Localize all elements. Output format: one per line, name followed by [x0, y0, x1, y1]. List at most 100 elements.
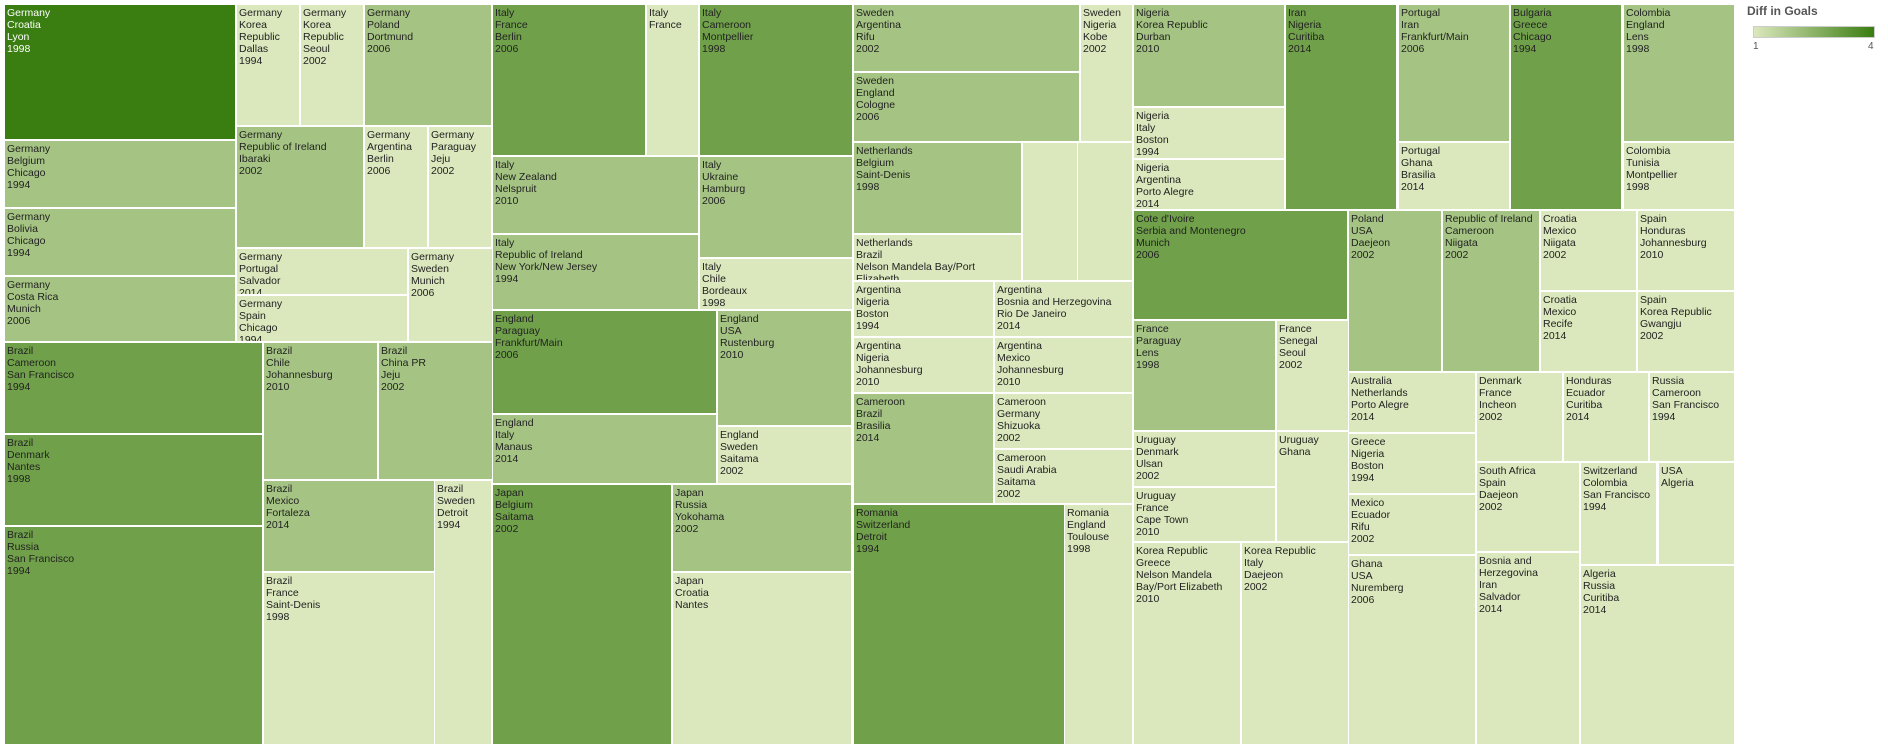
treemap-cell-label: Colombia England Lens 1998: [1626, 7, 1671, 55]
treemap-cell: Sweden Argentina Rifu 2002: [853, 4, 1080, 72]
treemap-cell: Brazil Cameroon San Francisco 1994: [4, 342, 263, 434]
treemap-cell-label: Italy Ukraine Hamburg 2006: [702, 159, 746, 207]
treemap-cell-label: England Paraguay Frankfurt/Main 2006: [495, 313, 563, 361]
treemap-cell: Uruguay Denmark Ulsan 2002: [1133, 431, 1276, 487]
treemap-cell-label: Nigeria Argentina Porto Alegre 2014: [1136, 162, 1194, 210]
treemap-cell: Greece Nigeria Boston 1994: [1348, 433, 1476, 494]
treemap-cell-label: Argentina Nigeria Boston 1994: [856, 284, 901, 332]
treemap-cell-label: Russia Cameroon San Francisco 1994: [1652, 375, 1720, 423]
treemap-cell: Colombia England Lens 1998: [1623, 4, 1735, 142]
treemap-cell: Spain Honduras Johannesburg 2010: [1637, 210, 1735, 291]
treemap-cell: Germany Paraguay Jeju 2002: [428, 126, 492, 248]
treemap-cell-label: Germany Costa Rica Munich 2006: [7, 279, 59, 327]
legend-title: Diff in Goals: [1747, 4, 1818, 18]
treemap-cell-label: Germany Sweden Munich 2006: [411, 251, 455, 299]
treemap-cell-label: Netherlands Belgium Saint-Denis 1998: [856, 145, 913, 193]
treemap-cell: Denmark France Incheon 2002: [1476, 372, 1563, 462]
legend-gradient-bar: [1753, 26, 1875, 38]
treemap-cell: Brazil Mexico Fortaleza 2014: [263, 480, 435, 572]
treemap-cell-label: Cameroon Saudi Arabia Saitama 2002: [997, 452, 1057, 500]
treemap-cell-label: Germany Portugal Salvador 2014: [239, 251, 283, 295]
treemap-cell-label: England USA Rustenburg 2010: [720, 313, 775, 361]
treemap-cell: Bulgaria Greece Chicago 1994: [1510, 4, 1622, 210]
treemap-cell: Italy France Berlin 2006: [492, 4, 646, 156]
treemap-cell: Brazil Chile Johannesburg 2010: [263, 342, 378, 480]
treemap-cell: USA Algeria: [1658, 462, 1735, 565]
treemap-cell-label: Germany Argentina Berlin 2006: [367, 129, 412, 177]
treemap-cell-label: Brazil Russia San Francisco 1994: [7, 529, 75, 577]
treemap-cell-label: Cameroon Germany Shizuoka 2002: [997, 396, 1047, 444]
treemap-cell: France Paraguay Lens 1998: [1133, 320, 1276, 431]
treemap-cell: Germany Argentina Berlin 2006: [364, 126, 428, 248]
treemap-cell-label: Italy Republic of Ireland New York/New J…: [495, 237, 598, 285]
treemap-cell: Cameroon Brazil Brasilia 2014: [853, 393, 994, 504]
treemap-cell-label: Nigeria Italy Boston 1994: [1136, 110, 1170, 158]
treemap-cell-label: Japan Russia Yokohama 2002: [675, 487, 725, 535]
treemap-cell-label: Cote d'Ivoire Serbia and Montenegro Muni…: [1136, 213, 1246, 261]
treemap-cell: Romania England Toulouse 1998: [1064, 504, 1133, 745]
treemap-cell-label: Germany Belgium Chicago 1994: [7, 143, 51, 191]
treemap-cell: Argentina Nigeria Johannesburg 2010: [853, 337, 994, 393]
treemap-cell-label: South Africa Spain Daejeon 2002: [1479, 465, 1536, 513]
treemap-cell-label: Italy New Zealand Nelspruit 2010: [495, 159, 557, 207]
treemap-cell: Germany Portugal Salvador 2014: [236, 248, 408, 295]
treemap-cell: Cote d'Ivoire Serbia and Montenegro Muni…: [1133, 210, 1348, 320]
treemap-cell: England Italy Manaus 2014: [492, 414, 717, 484]
treemap-cell-label: Portugal Ghana Brasilia 2014: [1401, 145, 1441, 193]
treemap-cell-label: Portugal Iran Frankfurt/Main 2006: [1401, 7, 1469, 55]
treemap-cell: Cameroon Saudi Arabia Saitama 2002: [994, 449, 1133, 504]
treemap-cell-label: Argentina Bosnia and Herzegovina Rio De …: [997, 284, 1112, 332]
treemap-cell-label: Germany Croatia Lyon 1998: [7, 7, 51, 55]
treemap-cell-label: Italy France: [649, 7, 682, 31]
treemap-cell: [1022, 142, 1078, 281]
treemap-cell-label: Germany Republic of Ireland Ibaraki 2002: [239, 129, 327, 177]
treemap-cell-label: Uruguay Denmark Ulsan 2002: [1136, 434, 1179, 482]
treemap-cell: Sweden Nigeria Kobe 2002: [1080, 4, 1133, 142]
treemap-cell: Germany Korea Republic Seoul 2002: [300, 4, 364, 126]
treemap-cell-label: France Paraguay Lens 1998: [1136, 323, 1181, 371]
treemap-cell: Germany Poland Dortmund 2006: [364, 4, 492, 126]
treemap-cell-label: Uruguay France Cape Town 2010: [1136, 490, 1189, 538]
treemap-cell: Italy Ukraine Hamburg 2006: [699, 156, 853, 258]
treemap-cell: Sweden England Cologne 2006: [853, 72, 1080, 142]
legend-max-label: 4: [1868, 41, 1874, 52]
treemap-cell-label: Germany Paraguay Jeju 2002: [431, 129, 476, 177]
treemap-cell: Croatia Mexico Niigata 2002: [1540, 210, 1637, 291]
treemap-cell-label: Brazil Sweden Detroit 1994: [437, 483, 475, 531]
treemap-cell-label: USA Algeria: [1661, 465, 1694, 489]
treemap-cell-label: Germany Korea Republic Dallas 1994: [239, 7, 283, 67]
treemap-cell-label: Honduras Ecuador Curitiba 2014: [1566, 375, 1612, 423]
treemap-cell: Korea Republic Greece Nelson Mandela Bay…: [1133, 542, 1241, 745]
treemap-cell: Brazil Sweden Detroit 1994: [434, 480, 492, 745]
treemap-cell: England USA Rustenburg 2010: [717, 310, 852, 426]
treemap-cell-label: Nigeria Korea Republic Durban 2010: [1136, 7, 1208, 55]
treemap-cell: Netherlands Brazil Nelson Mandela Bay/Po…: [853, 234, 1022, 281]
treemap-cell-label: Netherlands Brazil Nelson Mandela Bay/Po…: [856, 237, 976, 281]
treemap-cell: Germany Spain Chicago 1994: [236, 295, 408, 342]
treemap-cell-label: France Senegal Seoul 2002: [1279, 323, 1318, 371]
treemap-cell: Russia Cameroon San Francisco 1994: [1649, 372, 1735, 462]
treemap-cell-label: Brazil France Saint-Denis 1998: [266, 575, 321, 623]
treemap-cell: Uruguay France Cape Town 2010: [1133, 487, 1276, 542]
treemap-cell: Australia Netherlands Porto Alegre 2014: [1348, 372, 1476, 433]
treemap-cell-label: Korea Republic Greece Nelson Mandela Bay…: [1136, 545, 1223, 605]
treemap-cell: Japan Croatia Nantes: [672, 572, 852, 745]
treemap-cell: Poland USA Daejeon 2002: [1348, 210, 1442, 372]
treemap-cell-label: Denmark France Incheon 2002: [1479, 375, 1522, 423]
treemap-cell: Algeria Russia Curitiba 2014: [1580, 565, 1735, 745]
treemap-cell-label: Italy Chile Bordeaux 1998: [702, 261, 747, 309]
treemap-cell-label: Greece Nigeria Boston 1994: [1351, 436, 1386, 484]
treemap-cell-label: Australia Netherlands Porto Alegre 2014: [1351, 375, 1409, 423]
treemap-cell-label: Brazil Denmark Nantes 1998: [7, 437, 50, 485]
treemap-cell: Brazil France Saint-Denis 1998: [263, 572, 435, 745]
treemap-cell: Nigeria Italy Boston 1994: [1133, 107, 1285, 159]
treemap-cell: England Sweden Saitama 2002: [717, 426, 852, 484]
treemap-cell: South Africa Spain Daejeon 2002: [1476, 462, 1580, 552]
treemap-cell: Argentina Mexico Johannesburg 2010: [994, 337, 1133, 393]
color-legend: Diff in Goals 1 4: [1745, 3, 1885, 63]
treemap-cell-label: Romania England Toulouse 1998: [1067, 507, 1110, 555]
legend-min-label: 1: [1753, 41, 1759, 52]
treemap-cell-label: Bosnia and Herzegovina Iran Salvador 201…: [1479, 555, 1538, 615]
treemap-cell: Argentina Bosnia and Herzegovina Rio De …: [994, 281, 1133, 337]
treemap-cell: Portugal Iran Frankfurt/Main 2006: [1398, 4, 1510, 142]
